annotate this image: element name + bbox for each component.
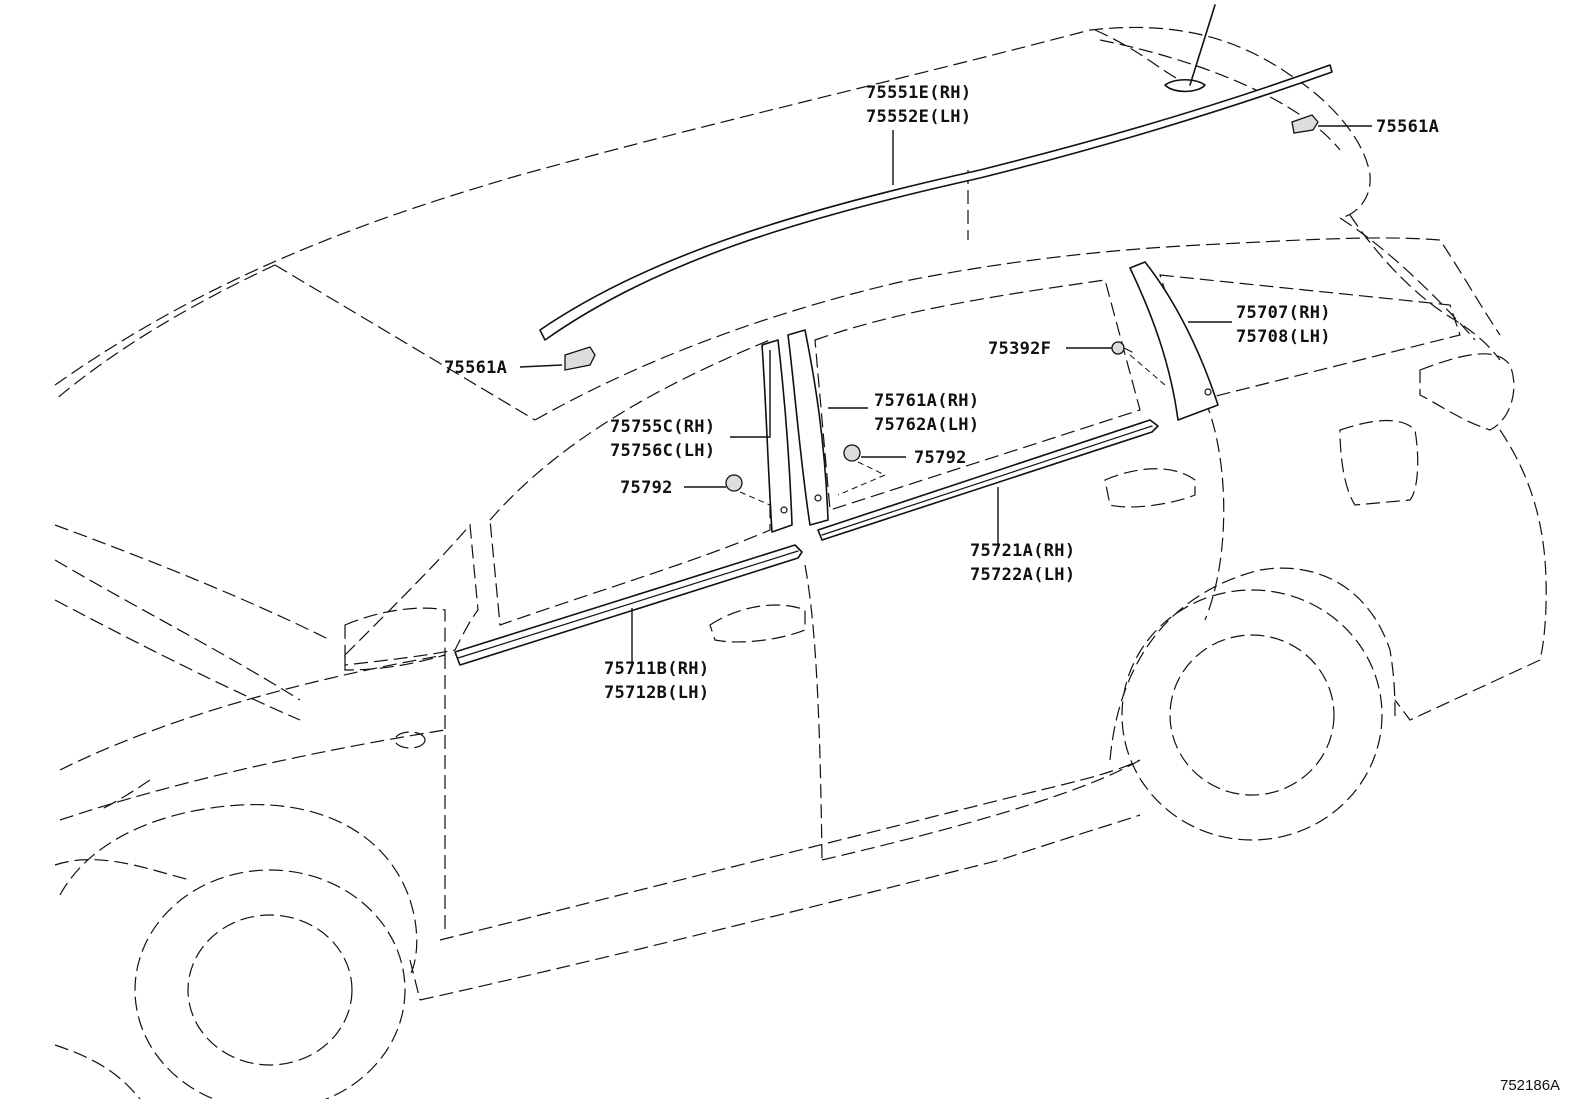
front-door-belt-molding	[454, 544, 803, 666]
label-rear-door-pillar-lh: 75762A(LH)	[874, 415, 979, 435]
front-door-pillar-garnish	[761, 339, 793, 533]
clip-75792-front	[725, 474, 743, 492]
label-roof-clip-rear: 75561A	[1376, 117, 1439, 137]
part-labels: 75551E(RH) 75552E(LH) 75561A 75561A 7570…	[444, 83, 1560, 1094]
roof-clip-rear	[1291, 114, 1319, 134]
label-front-door-pillar-lh: 75756C(LH)	[610, 441, 715, 461]
label-rear-clip: 75792	[914, 448, 967, 468]
label-rear-belt-molding-rh: 75721A(RH)	[970, 541, 1075, 561]
label-front-door-pillar-rh: 75755C(RH)	[610, 417, 715, 437]
label-roof-clip-front: 75561A	[444, 358, 507, 378]
roof-clip-front	[564, 346, 596, 371]
clip-75792-rear	[843, 444, 861, 462]
label-back-door-pillar-lh: 75708(LH)	[1236, 327, 1331, 347]
leader-lines	[519, 125, 1372, 662]
rear-door-pillar-garnish	[787, 329, 829, 526]
label-rear-belt-molding-lh: 75722A(LH)	[970, 565, 1075, 585]
label-back-door-pillar-rh: 75707(RH)	[1236, 303, 1331, 323]
vehicle-body-outline	[54, 26, 1547, 1099]
label-front-belt-molding-lh: 75712B(LH)	[604, 683, 709, 703]
label-roof-molding-rh: 75551E(RH)	[866, 83, 971, 103]
diagram-reference-code: 752186A	[1500, 1077, 1560, 1094]
label-front-belt-molding-rh: 75711B(RH)	[604, 659, 709, 679]
screw-75392F	[1111, 341, 1133, 355]
roof-molding	[539, 64, 1333, 341]
label-rear-door-pillar-rh: 75761A(RH)	[874, 391, 979, 411]
parts-solid	[454, 4, 1333, 666]
back-door-pillar-garnish	[1129, 261, 1219, 421]
label-roof-molding-lh: 75552E(LH)	[866, 107, 971, 127]
label-front-clip: 75792	[620, 478, 673, 498]
label-screw: 75392F	[988, 339, 1051, 359]
